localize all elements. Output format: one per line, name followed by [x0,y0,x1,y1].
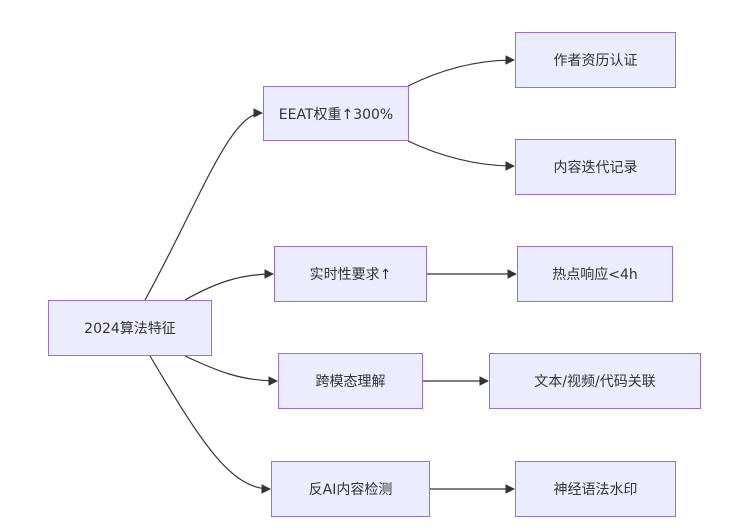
node-crossmodal[interactable]: 跨模态理解 [278,353,423,409]
edge-eeat-iteration [407,140,515,171]
edge-root-realtime [184,269,274,301]
edge-root-antiai [149,355,271,494]
node-hotspot[interactable]: 热点响应<4h [517,246,673,302]
node-textvideo[interactable]: 文本/视频/代码关联 [489,353,701,409]
edge-root-crossmodal [184,355,278,386]
node-watermark[interactable]: 神经语法水印 [515,461,676,517]
edge-eeat-author [407,55,515,87]
edge-root-eeat [144,108,263,301]
node-iteration[interactable]: 内容迭代记录 [515,139,676,195]
node-root[interactable]: 2024算法特征 [48,300,212,356]
node-eeat[interactable]: EEAT权重↑300% [263,86,409,141]
node-author[interactable]: 作者资历认证 [515,32,676,88]
node-realtime[interactable]: 实时性要求↑ [274,246,427,302]
node-antiai[interactable]: 反AI内容检测 [271,461,430,517]
